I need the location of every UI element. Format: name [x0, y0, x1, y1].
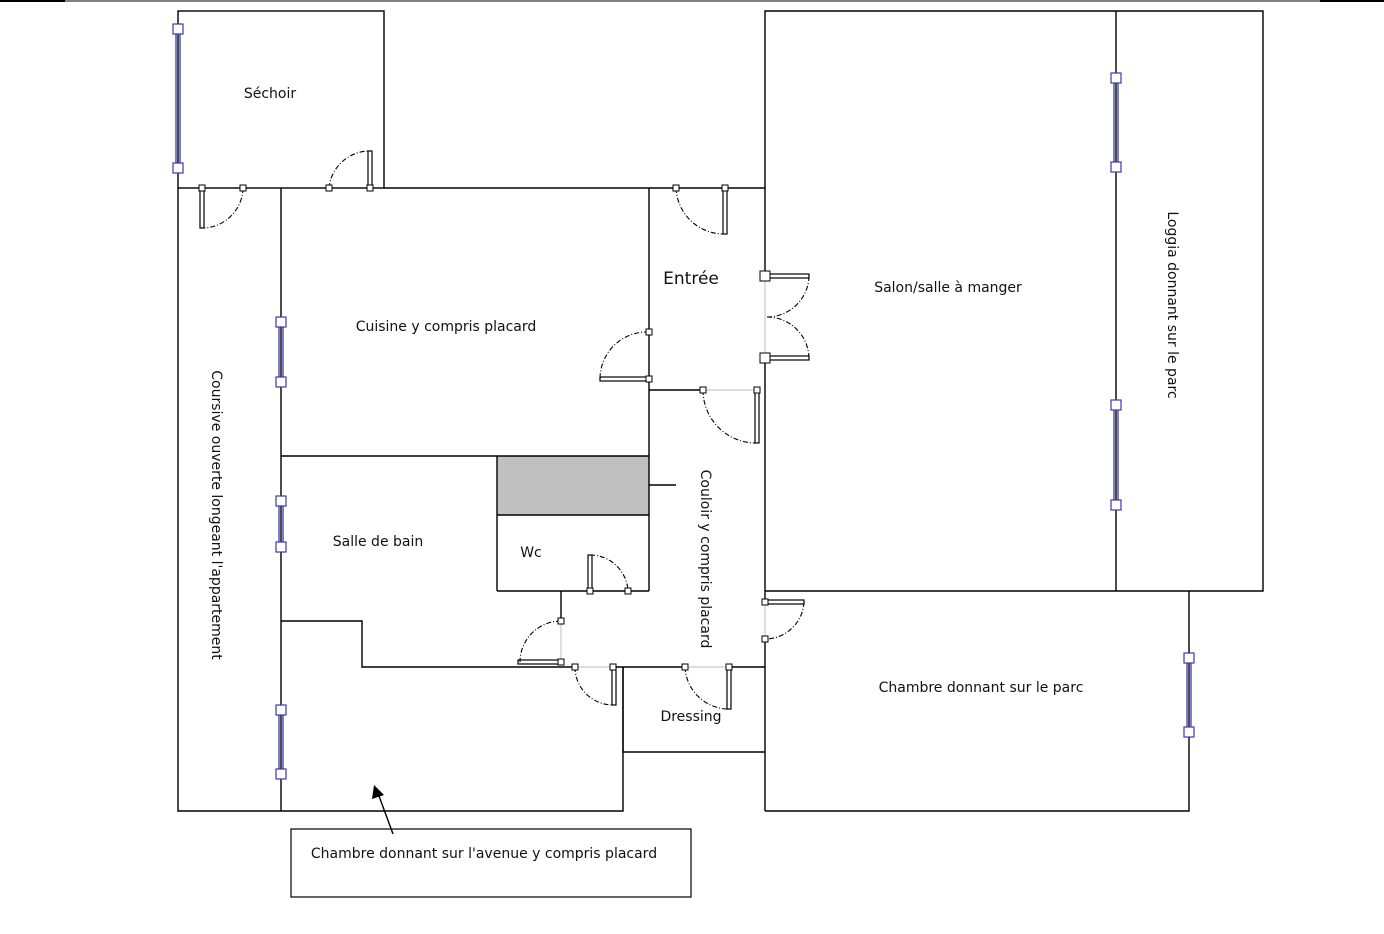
label-salle-de-bain: Salle de bain — [333, 534, 424, 550]
window-salon-lower — [1110, 399, 1122, 511]
door-openings — [202, 187, 766, 668]
label-box-chambre-avenue — [290, 828, 692, 898]
label-cuisine: Cuisine y compris placard — [356, 319, 537, 335]
placard-shading — [497, 456, 649, 515]
window-salon-upper — [1110, 72, 1122, 173]
door-salle-de-bain — [517, 617, 565, 666]
label-couloir: Couloir y compris placard — [697, 470, 713, 649]
walls — [177, 10, 1264, 812]
window-chambre-avenue — [275, 704, 287, 780]
door-chambre-parc — [761, 598, 805, 643]
label-salon: Salon/salle à manger — [874, 280, 1022, 296]
window-cuisine — [275, 316, 287, 388]
door-chambre-avenue — [571, 663, 617, 706]
door-salon-double — [759, 270, 810, 364]
door-dressing — [681, 663, 733, 710]
window-salle-de-bain — [275, 495, 287, 553]
label-dressing: Dressing — [660, 709, 721, 725]
label-loggia: Loggia donnant sur le parc — [1164, 211, 1180, 398]
label-chambre-parc: Chambre donnant sur le parc — [879, 680, 1084, 696]
label-wc: Wc — [520, 545, 542, 561]
door-sechoir — [325, 150, 374, 192]
window-chambre-parc — [1183, 652, 1195, 738]
windows — [172, 23, 1195, 780]
door-entree — [672, 184, 729, 235]
door-wc — [586, 554, 632, 595]
label-chambre-avenue: Chambre donnant sur l'avenue y compris p… — [311, 846, 657, 862]
label-coursive: Coursive ouverte longeant l'appartement — [208, 370, 224, 660]
window-sechoir — [172, 23, 184, 174]
door-couloir — [699, 386, 761, 444]
door-cuisine — [599, 328, 653, 383]
door-coursive — [198, 184, 247, 229]
doors — [198, 150, 810, 710]
label-sechoir: Séchoir — [244, 86, 297, 102]
label-entree: Entrée — [663, 269, 719, 289]
arrow-chambre-avenue — [372, 785, 394, 835]
